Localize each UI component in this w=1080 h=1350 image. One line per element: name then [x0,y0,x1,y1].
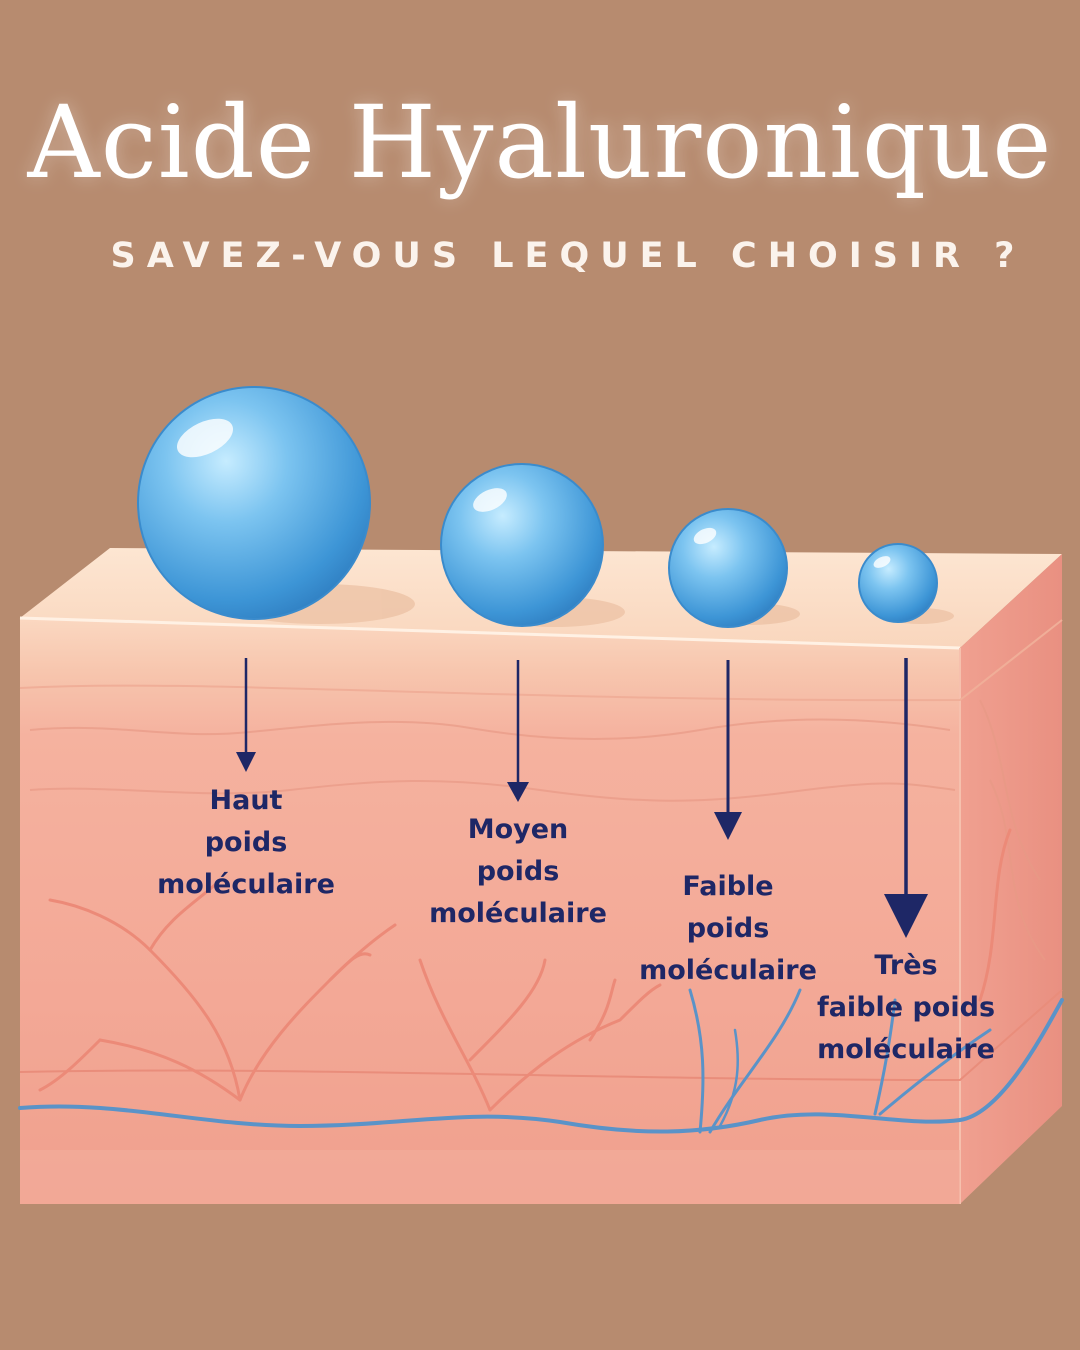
label-medium-molecular-weight: Moyen poids moléculaire [429,814,607,929]
arrow-low [714,660,742,840]
arrow-medium [507,660,529,802]
skin-side-face [960,554,1062,1204]
label-low-molecular-weight: Faible poids moléculaire [639,871,817,986]
label-very-low-molecular-weight: Très faible poids moléculaire [816,950,996,1065]
hyaluronic-sphere-medium [440,463,604,627]
page-subtitle: SAVEZ-VOUS LEQUEL CHOISIR ? [110,236,1026,276]
penetration-arrows [236,658,928,938]
hyaluronic-sphere-very-low [858,543,938,623]
arrow-very-low [884,658,928,938]
capillary-network [38,828,1012,1112]
arrow-high [236,658,256,772]
hyaluronic-sphere-low [668,508,788,628]
hyaluronic-sphere-high [137,386,371,620]
label-high-molecular-weight: Haut poids moléculaire [157,785,335,900]
skin-front-face [20,618,960,1204]
vein [18,988,1064,1134]
page-title: Acide Hyaluronique [27,84,1053,201]
